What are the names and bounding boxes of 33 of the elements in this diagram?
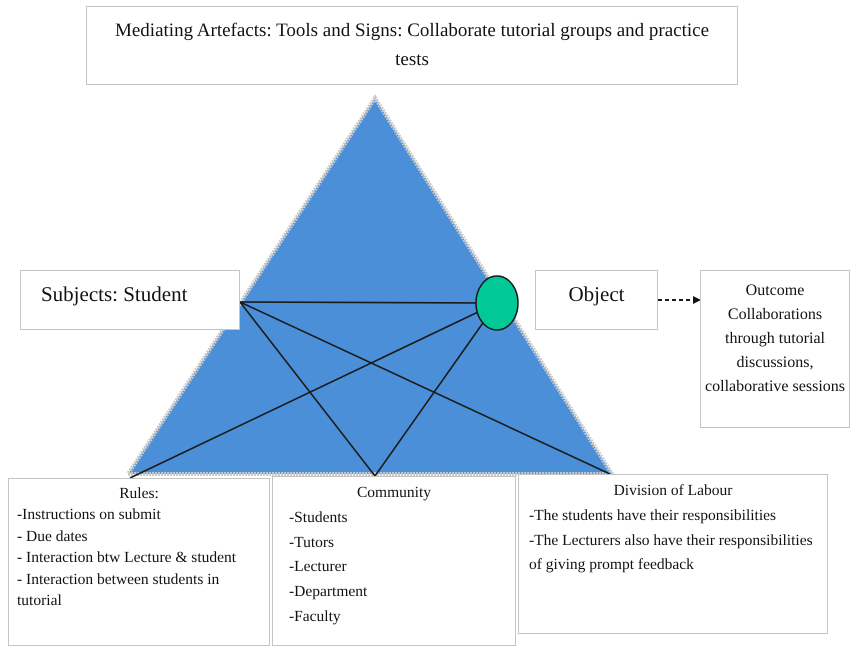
box-text: -Instructions on submit <box>17 505 162 526</box>
box-text: -Tutors <box>288 532 336 553</box>
box-text: -Lecturer <box>288 557 348 578</box>
box-heading: Division of Labour <box>612 481 734 501</box>
community-box <box>272 476 516 646</box>
box-heading: Mediating Artefacts: Tools and Signs: Collaborate tutorial groups and practice tests <box>114 19 710 72</box>
division-of-labour-box <box>518 474 828 634</box>
box-heading: Outcome <box>744 281 806 301</box>
connector-line <box>130 312 478 479</box>
rules-box <box>8 478 270 646</box>
box-heading: Rules: <box>118 484 160 504</box>
box-text: - Due dates <box>17 526 89 547</box>
box-heading: Subjects: Student <box>41 281 188 308</box>
box-text: -Faculty <box>288 606 342 627</box>
box-heading: Object <box>568 281 626 308</box>
box-text: -Students <box>288 508 349 528</box>
connector-line <box>239 302 376 476</box>
box-text: -The students have their responsibilities <box>529 506 778 526</box>
box-text: -Department <box>288 582 368 602</box>
arrow <box>658 296 701 304</box>
box-text: Collaborations through tutorial discussions, collaborative sessions <box>705 305 845 397</box>
subject-box <box>20 270 240 330</box>
object-circle <box>475 275 519 331</box>
outcome-box <box>700 270 850 428</box>
object-box <box>535 270 658 330</box>
box-text: - Interaction btw Lecture & student <box>17 548 238 568</box>
box-text: - Interaction between students in tutorial <box>17 570 220 611</box>
connector-line <box>240 301 610 475</box>
box-heading: Community <box>356 483 432 503</box>
connector-line <box>374 322 484 476</box>
box-text: -The Lecturers also have their responsibilities of giving prompt feedback <box>529 530 814 576</box>
title-box <box>86 6 738 85</box>
connector-line <box>240 301 476 304</box>
